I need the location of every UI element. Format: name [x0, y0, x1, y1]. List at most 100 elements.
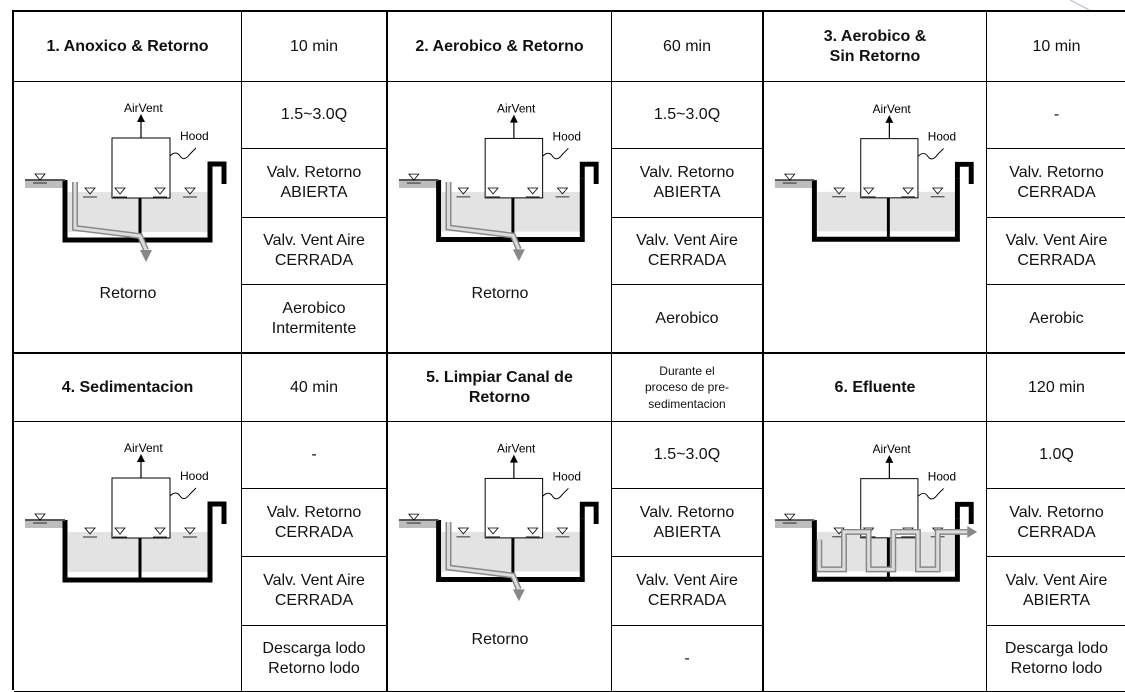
stage-3-title: 3. Aerobico & Sin Retorno [764, 12, 987, 82]
hood-box [484, 477, 544, 539]
hood-box [860, 138, 919, 199]
stage-3-flow-text: - [1053, 106, 1060, 123]
retorno-label: Retorno [99, 285, 157, 302]
hood-label: Hood [180, 129, 209, 143]
stage-3-mode: Aerobic [987, 285, 1125, 354]
stage-2-title-text: 2. Aerobico & Retorno [415, 37, 584, 55]
stage-6-mode-text: Descarga lodo Retorno lodo [1004, 639, 1109, 677]
hood-arrow [169, 487, 197, 500]
stage-2-mode-text: Aerobico [655, 309, 719, 327]
stage-4-valve-return: Valv. Retorno CERRADA [242, 489, 388, 557]
airvent-arrow [885, 454, 894, 463]
return-arrow [140, 250, 152, 262]
level-mark [833, 187, 845, 195]
stage-6-time: 120 min [987, 354, 1125, 422]
airvent-label: AirVent [124, 101, 163, 115]
stage-1-flow-text: 1.5~3.0Q [280, 106, 348, 123]
stage-2-time: 60 min [612, 12, 764, 82]
stage-1-valve-return-text: Valv. Retorno ABIERTA [266, 164, 362, 201]
level-mark [526, 187, 539, 195]
tank-wall [811, 518, 960, 582]
level-mark [408, 173, 420, 181]
level-mark [783, 513, 796, 521]
hood-label: Hood [928, 130, 956, 144]
level-mark [556, 527, 569, 535]
stage-5-title: 5. Limpiar Canal de Retorno [388, 354, 612, 422]
stage-1-time: 10 min [242, 12, 388, 82]
stage-3-valve-return: Valv. Retorno CERRADA [987, 149, 1125, 218]
tank-wall [62, 518, 213, 583]
airvent-label: AirVent [497, 442, 536, 456]
inlet-water [398, 180, 439, 188]
stage-6-title-text: 6. Efluente [834, 378, 916, 396]
stage-6-valve-return-text: Valv. Retorno CERRADA [1009, 503, 1104, 541]
level-mark [783, 173, 796, 181]
inlet-water [774, 520, 815, 528]
hood-label: Hood [553, 469, 581, 483]
inlet-water [25, 520, 65, 528]
stage-4-flow-text: - [311, 446, 317, 463]
airvent-arrow [885, 114, 894, 123]
hood-box [111, 477, 171, 539]
stage-5-valve-air-text: Valv. Vent Aire CERRADA [636, 572, 738, 609]
level-mark [556, 187, 569, 195]
level-mark [457, 187, 470, 195]
tank-water [441, 191, 581, 232]
stage-3-time-text: 10 min [1032, 37, 1081, 55]
tank-wall [436, 178, 585, 242]
stage-2-flow-text: 1.5~3.0Q [653, 106, 721, 123]
level-mark [34, 513, 46, 521]
outlet-box [207, 161, 227, 184]
stage-4-title-text: 4. Sedimentacion [61, 378, 194, 396]
level-mark [457, 527, 470, 535]
stage-2-time-text: 60 min [662, 37, 712, 55]
stage-5-title-text: 5. Limpiar Canal de Retorno [426, 368, 573, 406]
stage-1-mode-text: Aerobico Intermitente [271, 299, 357, 337]
airvent-arrow [137, 114, 145, 122]
stage-3-time: 10 min [987, 12, 1125, 82]
airvent-label: AirVent [873, 102, 912, 116]
stage-1-flow: 1.5~3.0Q [242, 82, 388, 149]
stage-5-flow-text: 1.5~3.0Q [653, 446, 721, 463]
outlet-box [579, 501, 599, 525]
level-mark [154, 187, 166, 195]
stage-1-mode: Aerobico Intermitente [242, 285, 388, 354]
airvent-label: AirVent [124, 441, 163, 455]
hood-label: Hood [928, 470, 956, 484]
hood-arrow [542, 147, 569, 160]
level-mark [184, 187, 196, 195]
stage-1-time-text: 10 min [289, 37, 339, 55]
airvent-arrow [509, 454, 518, 463]
stage-6-title: 6. Efluente [764, 354, 987, 422]
airvent-arrow [509, 114, 518, 123]
hood-label: Hood [180, 469, 209, 483]
hood-box [484, 137, 544, 199]
stage-3-title-text: 3. Aerobico & Sin Retorno [823, 27, 927, 65]
stage-6-time-text: 120 min [1028, 378, 1085, 396]
stage-4-time: 40 min [242, 354, 388, 422]
tank-water [817, 531, 956, 572]
stage-2-title: 2. Aerobico & Retorno [388, 12, 612, 82]
tank-water [817, 191, 956, 232]
tank-wall [811, 178, 960, 242]
outlet-box [207, 501, 227, 524]
inlet-water [774, 180, 815, 188]
stage-4-valve-air: Valv. Vent Aire CERRADA [242, 557, 388, 626]
level-mark [931, 187, 944, 195]
stage-3-valve-air: Valv. Vent Aire CERRADA [987, 218, 1125, 285]
stage-1-title-text: 1. Anoxico & Retorno [46, 37, 209, 55]
level-mark [862, 187, 875, 195]
hood-box [111, 137, 171, 199]
stage-2-flow: 1.5~3.0Q [612, 82, 764, 149]
return-arrow [512, 589, 525, 602]
